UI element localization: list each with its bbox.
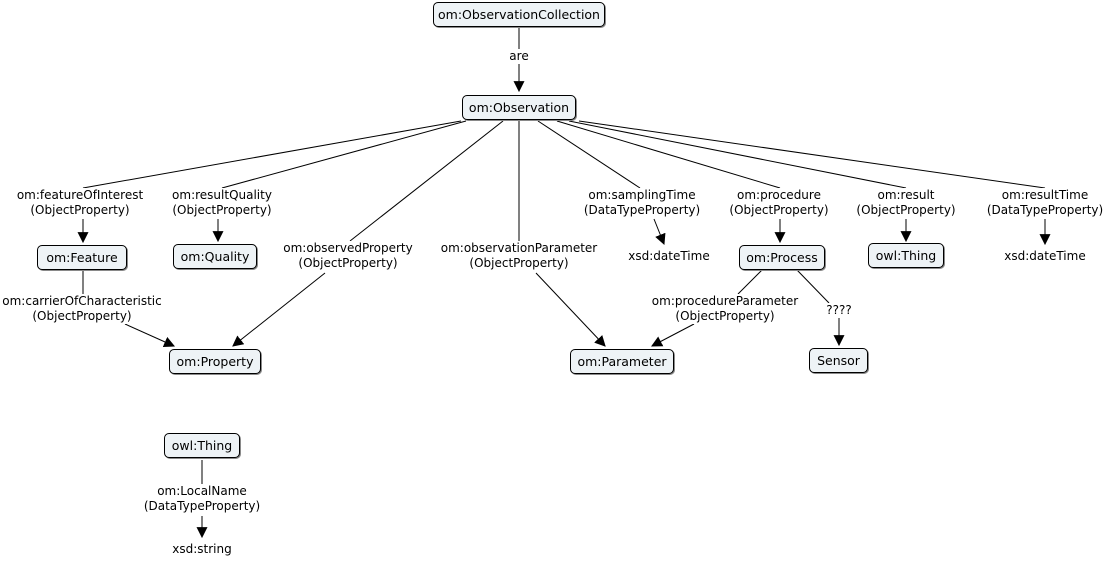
literal-sampling-time-value: xsd:dateTime xyxy=(627,249,711,264)
label-procedure-parameter: om:procedureParameter (ObjectProperty) xyxy=(650,294,800,324)
label-feature-of-interest-name: om:featureOfInterest xyxy=(16,188,144,202)
edge-process-unknown xyxy=(796,269,830,304)
edge-carrierofcharacteristic-property xyxy=(124,323,176,347)
label-feature-of-interest-type: (ObjectProperty) xyxy=(30,203,130,217)
node-observation-collection[interactable]: om:ObservationCollection xyxy=(433,2,605,27)
node-process[interactable]: om:Process xyxy=(739,245,825,270)
node-feature[interactable]: om:Feature xyxy=(37,245,127,270)
label-result-time-type: (DataTypeProperty) xyxy=(986,203,1104,217)
label-procedure-parameter-name: om:procedureParameter xyxy=(651,294,799,308)
label-unknown-relation: ???? xyxy=(825,303,853,318)
edge-observationparameter-parameter xyxy=(535,272,606,347)
label-procedure: om:procedure (ObjectProperty) xyxy=(728,188,830,218)
node-standalone-thing[interactable]: owl:Thing xyxy=(164,433,240,458)
node-sensor[interactable]: Sensor xyxy=(809,348,868,373)
edge-process-procedureparameter xyxy=(737,269,763,295)
label-observation-parameter: om:observationParameter (ObjectProperty) xyxy=(439,241,599,271)
label-observed-property-name: om:observedProperty xyxy=(283,241,413,255)
label-local-name: om:LocalName (DataTypeProperty) xyxy=(142,484,262,514)
label-result-time: om:resultTime (DataTypeProperty) xyxy=(985,188,1105,218)
edge-observation-resulttime xyxy=(578,120,1046,189)
node-property[interactable]: om:Property xyxy=(169,349,261,374)
node-result-thing[interactable]: owl:Thing xyxy=(868,243,944,268)
label-carrier-of-characteristic-type: (ObjectProperty) xyxy=(32,309,132,323)
label-observed-property: om:observedProperty (ObjectProperty) xyxy=(282,241,414,271)
label-observation-parameter-name: om:observationParameter xyxy=(440,241,598,255)
label-sampling-time-name: om:samplingTime xyxy=(588,188,696,202)
label-carrier-of-characteristic: om:carrierOfCharacteristic (ObjectProper… xyxy=(1,294,163,324)
label-sampling-time-type: (DataTypeProperty) xyxy=(583,203,701,217)
edge-samplingtime-datetime xyxy=(653,218,666,246)
label-observation-parameter-type: (ObjectProperty) xyxy=(469,256,569,270)
node-observation[interactable]: om:Observation xyxy=(462,95,576,120)
edge-observation-featureofinterest xyxy=(82,120,462,189)
edge-observation-result xyxy=(568,120,907,189)
label-procedure-type: (ObjectProperty) xyxy=(729,203,829,217)
label-result-quality-name: om:resultQuality xyxy=(172,188,272,202)
label-result: om:result (ObjectProperty) xyxy=(855,188,957,218)
label-result-quality: om:resultQuality (ObjectProperty) xyxy=(171,188,273,218)
literal-result-time-value: xsd:dateTime xyxy=(1003,249,1087,264)
label-procedure-parameter-type: (ObjectProperty) xyxy=(675,309,775,323)
node-parameter[interactable]: om:Parameter xyxy=(570,349,674,374)
label-carrier-of-characteristic-name: om:carrierOfCharacteristic xyxy=(2,294,162,308)
edge-observation-resultquality xyxy=(221,120,467,189)
edge-observedproperty-property xyxy=(232,272,326,347)
label-result-time-name: om:resultTime xyxy=(1001,188,1089,202)
label-procedure-name: om:procedure xyxy=(737,188,821,202)
label-result-quality-type: (ObjectProperty) xyxy=(172,203,272,217)
edge-observation-observedproperty xyxy=(349,120,504,242)
label-observed-property-type: (ObjectProperty) xyxy=(298,256,398,270)
label-local-name-type: (DataTypeProperty) xyxy=(143,499,261,513)
label-result-type: (ObjectProperty) xyxy=(856,203,956,217)
label-result-name: om:result xyxy=(877,188,935,202)
label-local-name-name: om:LocalName xyxy=(157,484,247,498)
edge-procedureparameter-parameter xyxy=(651,323,695,347)
literal-local-name-value: xsd:string xyxy=(171,542,233,557)
label-feature-of-interest: om:featureOfInterest (ObjectProperty) xyxy=(15,188,145,218)
node-quality[interactable]: om:Quality xyxy=(173,244,257,269)
label-sampling-time: om:samplingTime (DataTypeProperty) xyxy=(582,188,702,218)
label-are: are xyxy=(508,49,530,64)
edge-observation-procedure xyxy=(556,120,781,189)
edge-observation-samplingtime xyxy=(537,120,641,189)
